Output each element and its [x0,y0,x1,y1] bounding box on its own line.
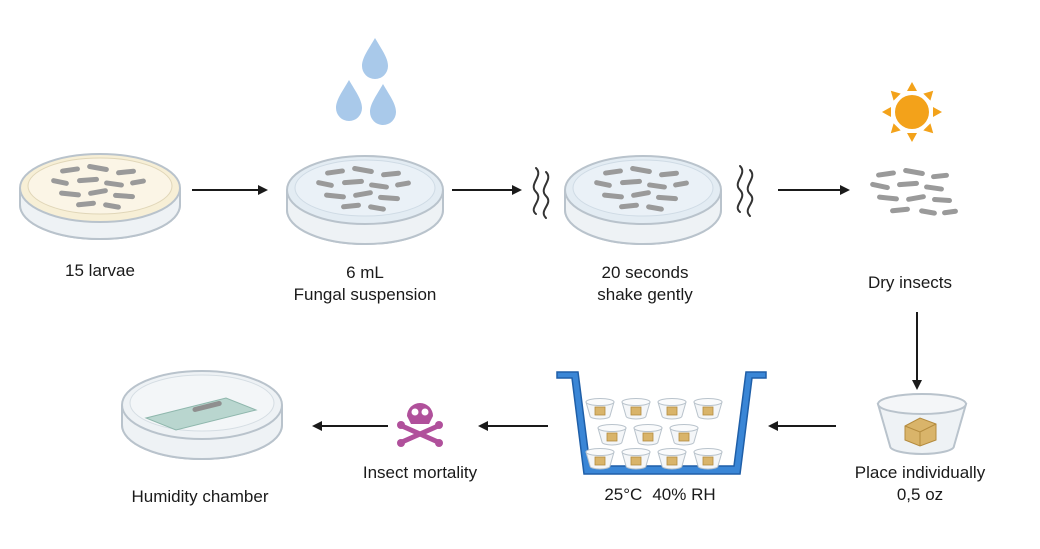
cup-icon [585,448,615,470]
larva-icon [903,168,925,176]
shake-label: 20 seconds shake gently [597,263,693,304]
petri-dish-icon [564,155,722,245]
larvae-group [870,168,958,216]
larva-icon [381,170,401,178]
larva-icon [630,166,652,174]
temperature-label: 25°C [604,485,643,504]
slide-icon [144,397,258,431]
conditions-label: 25°C 40% RH [590,484,730,506]
petri-dish-icon [121,370,283,460]
larva-icon [378,194,400,202]
larva-icon [656,194,678,202]
larva-icon [942,208,958,216]
larva-icon [619,202,639,210]
dry-insects-label: Dry insects [867,273,953,292]
cup-icon [633,424,663,446]
wave-icon [532,165,754,219]
larva-icon [59,190,81,198]
sun-ray [923,90,934,101]
cup-icon [876,393,968,455]
cup-grid [585,398,723,470]
larvae-label: 15 larvae [65,261,135,280]
sun-ray [890,90,901,101]
petri-dish-icon [286,155,444,245]
larva-icon [395,180,411,188]
larva-icon [104,180,124,188]
place-individually-label: Place individually 0,5 oz [854,463,986,504]
larva-icon [130,178,146,186]
cup-icon [657,448,687,470]
petri-dish-icon [19,153,181,240]
larvae-group [51,164,146,210]
larva-icon [77,176,99,184]
larva-icon [673,180,689,188]
larva-icon [87,164,109,172]
skull-icon [397,403,443,447]
tray-icon [556,371,767,475]
larva-icon [603,168,623,176]
larva-icon [594,180,612,188]
larva-icon [316,180,334,188]
larva-icon [103,202,121,210]
larva-icon [353,190,373,198]
cup-icon [585,398,615,420]
larva-icon [192,400,222,413]
humidity-chamber-label: Humidity chamber [131,487,269,506]
water-drop-icon [336,38,396,125]
larva-icon [890,206,910,214]
larva-icon [341,202,361,210]
cup-icon [621,448,651,470]
larva-icon [876,170,896,178]
sun-ray [890,123,901,134]
larva-icon [76,200,96,208]
larva-icon [60,166,80,174]
sun-ray [907,82,917,91]
sun-ray [923,123,934,134]
cup-icon [669,424,699,446]
larva-icon [897,180,919,188]
larva-icon [88,188,108,196]
larva-icon [369,182,389,190]
cup-icon [693,448,723,470]
larva-icon [647,182,667,190]
larva-icon [870,181,890,191]
larva-icon [659,170,679,178]
larva-icon [932,196,952,204]
larva-icon [919,208,937,216]
larva-icon [325,168,345,176]
larva-icon [924,184,944,192]
larva-icon [602,192,624,200]
sun-ray [907,133,917,142]
sun-ray [882,107,891,117]
larva-icon [906,194,926,202]
larvae-group [316,166,411,212]
larva-icon [368,204,386,212]
larva-icon [631,190,651,198]
humidity-label: 40% RH [652,485,716,504]
insect-mortality-label: Insect mortality [362,463,478,482]
larva-icon [646,204,664,212]
larva-icon [931,172,949,180]
cup-icon [621,398,651,420]
fungal-suspension-label: 6 mL Fungal suspension [293,263,437,304]
larva-icon [342,178,364,186]
sun-ray [933,107,942,117]
larva-icon [116,168,136,176]
larva-icon [352,166,374,174]
larvae-group [594,166,689,212]
larva-icon [51,178,69,186]
larva-icon [324,192,346,200]
cup-icon [657,398,687,420]
larva-icon [113,192,135,200]
cup-icon [597,424,627,446]
larva-icon [620,178,642,186]
cup-icon [693,398,723,420]
larva-icon [877,194,899,202]
sun-icon [882,82,942,142]
